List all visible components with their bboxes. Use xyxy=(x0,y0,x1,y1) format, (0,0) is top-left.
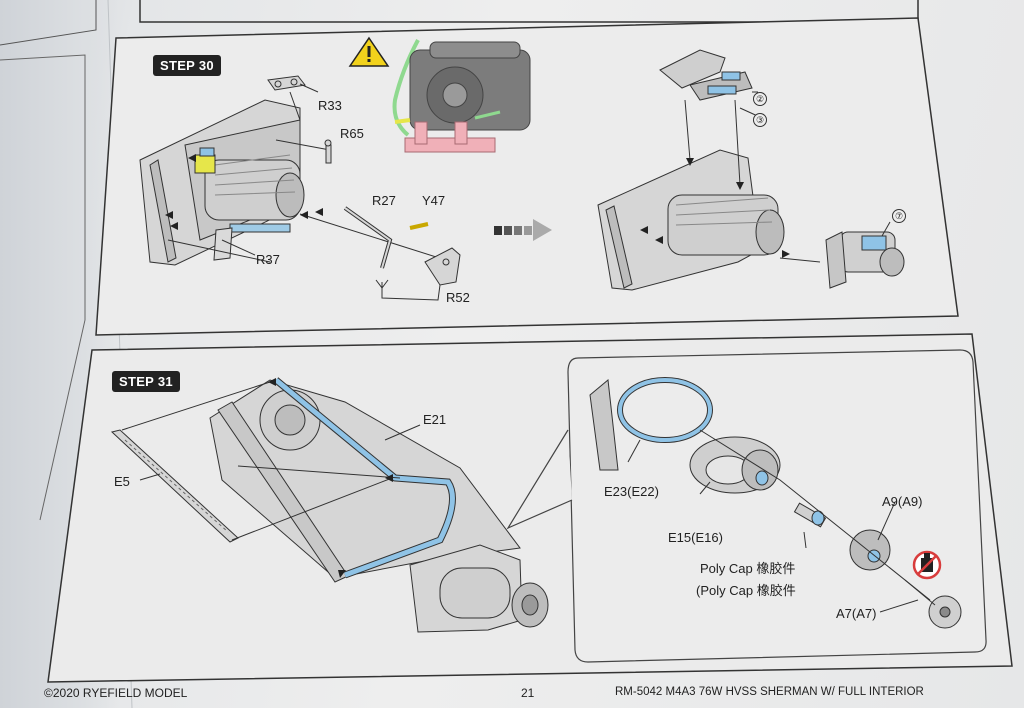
no-glue-icon xyxy=(912,550,942,580)
step30-badge: STEP 30 xyxy=(153,55,221,76)
label-a7: A7(A7) xyxy=(836,606,877,621)
callout-7: ⑦ xyxy=(892,209,906,223)
step30-result-assembly xyxy=(597,49,905,291)
step30-transmission-assembly xyxy=(139,99,305,266)
arrow-right-icon xyxy=(494,219,552,241)
step31-detail-parts xyxy=(589,377,962,629)
label-r27: R27 xyxy=(372,193,396,208)
step31-badge: STEP 31 xyxy=(112,371,180,392)
label-r65: R65 xyxy=(340,126,364,141)
footer-copyright: ©2020 RYEFIELD MODEL xyxy=(44,686,188,700)
step31-detail-inset xyxy=(567,349,987,663)
label-y47: Y47 xyxy=(422,193,446,208)
part-r33 xyxy=(267,75,319,93)
label-a9: A9(A9) xyxy=(882,494,923,509)
step30-detail-render xyxy=(392,39,531,153)
label-e21: E21 xyxy=(423,412,447,427)
label-polycap-alt: (Poly Cap 橡胶件 xyxy=(696,583,796,598)
label-e15: E15(E16) xyxy=(668,530,723,545)
step31-final-drive xyxy=(409,544,549,633)
part-r52 xyxy=(424,247,461,286)
label-e23: E23(E22) xyxy=(604,484,659,499)
label-polycap: Poly Cap 橡胶件 xyxy=(700,561,796,576)
callout-3: ③ xyxy=(753,113,767,127)
part-r65 xyxy=(324,139,332,164)
label-r37: R37 xyxy=(256,252,280,267)
callout-2: ② xyxy=(753,92,767,106)
label-r52: R52 xyxy=(446,290,470,305)
footer-product-title: RM-5042 M4A3 76W HVSS SHERMAN W/ FULL IN… xyxy=(615,686,924,698)
part-y47 xyxy=(409,222,429,230)
warning-icon xyxy=(348,36,390,67)
label-r33: R33 xyxy=(318,98,342,113)
footer-page-number: 21 xyxy=(521,686,535,700)
label-e5: E5 xyxy=(114,474,130,489)
